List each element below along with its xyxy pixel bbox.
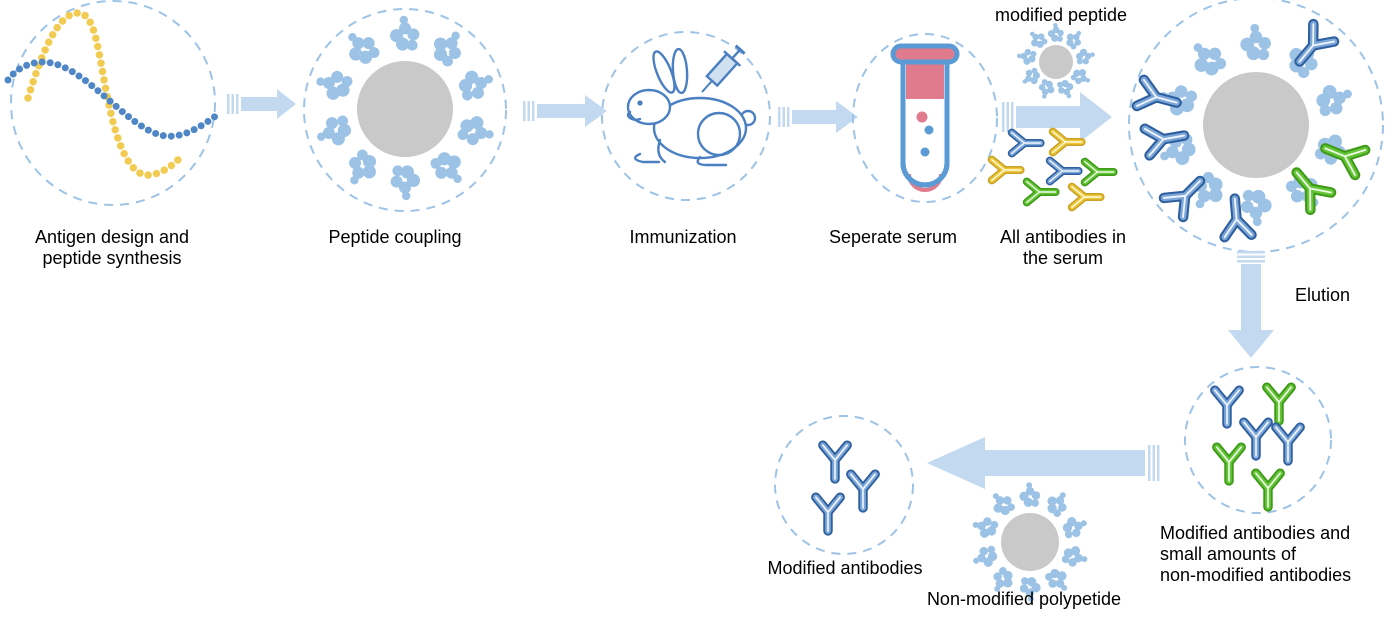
label-modified-antibodies: Modified antibodies <box>767 558 923 578</box>
arrow-right-icon <box>778 101 858 133</box>
label-elution: Elution <box>1295 285 1351 305</box>
label-modified-peptide: modified peptide <box>994 5 1128 25</box>
carrier-sphere <box>1203 72 1309 178</box>
modified-peptide-icon <box>1015 22 1097 102</box>
peptide-coupling-circle <box>303 8 507 212</box>
label-all-antibodies: All antibodies in the serum <box>999 227 1127 268</box>
arrow-right-icon <box>1002 92 1112 142</box>
label-immunization: Immunization <box>629 227 737 247</box>
immunization-circle <box>601 31 771 201</box>
arrow-right-icon <box>523 95 607 127</box>
label-modified-and-small: Modified antibodies and small amounts of… <box>1160 523 1352 585</box>
label-non-modified-polypeptide: Non-modified polypetide <box>926 589 1122 609</box>
test-tube-icon <box>890 43 960 192</box>
serum-antibodies <box>992 132 1114 208</box>
arrow-down-icon <box>1228 251 1274 358</box>
label-separate-serum: Seperate serum <box>828 227 958 247</box>
antigen-design-circle <box>4 0 221 206</box>
separate-serum-circle <box>852 33 998 203</box>
antigen-curves-icon <box>4 9 221 179</box>
label-peptide-coupling: Peptide coupling <box>328 227 462 247</box>
label-antigen-design: Antigen design and peptide synthesis <box>34 227 190 268</box>
arrow-left-icon <box>927 437 1160 489</box>
modified-antibodies-circle <box>774 415 914 555</box>
syringe-icon <box>701 44 746 93</box>
carrier-sphere <box>357 61 453 157</box>
eluted-antibodies-circle <box>1184 366 1332 514</box>
rabbit-icon <box>626 47 757 167</box>
capture-nanoparticle-circle <box>1128 0 1384 253</box>
non-modified-polypeptide-icon <box>969 482 1091 602</box>
arrow-right-icon <box>227 89 296 119</box>
